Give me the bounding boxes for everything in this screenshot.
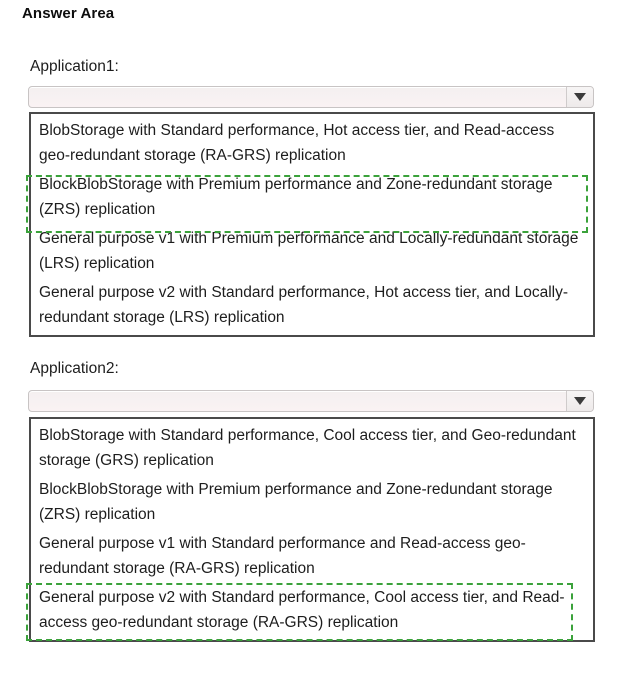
application2-combobox[interactable] [28,390,594,412]
application1-combobox-value[interactable] [29,87,566,107]
application2-combobox-toggle[interactable] [566,391,593,411]
option-item[interactable]: General purpose v1 with Standard perform… [39,535,526,577]
application1-option-list[interactable]: BlobStorage with Standard performance, H… [29,112,595,337]
application1-combobox[interactable] [28,86,594,108]
page-title: Answer Area [22,5,115,22]
option-item[interactable]: BlobStorage with Standard performance, H… [39,122,555,164]
option-item[interactable]: General purpose v2 with Standard perform… [39,589,565,631]
option-item[interactable]: BlobStorage with Standard performance, C… [39,427,576,469]
application2-combobox-value[interactable] [29,391,566,411]
application1-label: Application1: [30,58,119,75]
application2-label: Application2: [30,360,119,377]
chevron-down-icon [574,93,586,101]
application2-option-list[interactable]: BlobStorage with Standard performance, C… [29,417,595,642]
application1-combobox-toggle[interactable] [566,87,593,107]
option-item[interactable]: General purpose v1 with Premium performa… [39,230,579,272]
option-item[interactable]: General purpose v2 with Standard perform… [39,284,568,326]
option-item[interactable]: BlockBlobStorage with Premium performanc… [39,176,553,218]
chevron-down-icon [574,397,586,405]
option-item[interactable]: BlockBlobStorage with Premium performanc… [39,481,553,523]
